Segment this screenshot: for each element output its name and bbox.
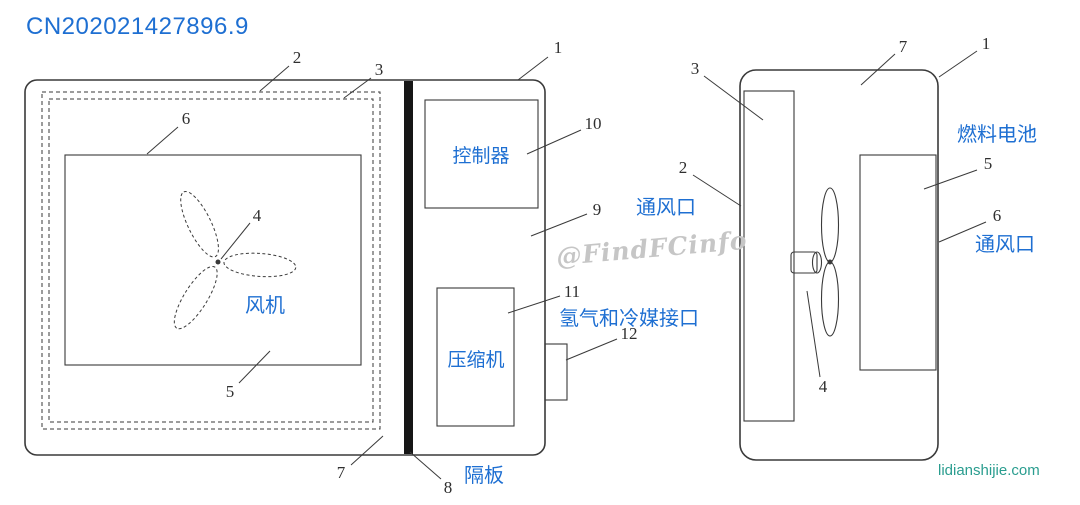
port-tab xyxy=(544,343,568,401)
fan-rotor xyxy=(173,191,297,330)
label-controller: 控制器 xyxy=(452,145,509,167)
leader-right-2 xyxy=(692,174,742,207)
label-fan: 风机 xyxy=(245,294,285,317)
partition-plate xyxy=(404,81,413,454)
ref-right-1: 1 xyxy=(982,34,991,53)
leader-right-6 xyxy=(938,221,987,243)
ref-right-4: 4 xyxy=(819,377,828,396)
ref-left-11: 11 xyxy=(564,282,580,301)
leader-left-2 xyxy=(259,65,290,92)
ref-left-12: 12 xyxy=(621,324,638,343)
compressor-box xyxy=(436,287,515,427)
fan-hub xyxy=(215,259,221,265)
leader-right-1 xyxy=(938,50,978,78)
fan-hub xyxy=(827,259,833,265)
ref-left-3: 3 xyxy=(375,60,384,79)
leader-right-3 xyxy=(703,75,764,121)
label-fuel-cell: 燃料电池 xyxy=(957,123,1037,146)
patent-number: CN202021427896.9 xyxy=(26,13,249,40)
leader-left-8 xyxy=(409,451,442,480)
ref-left-1: 1 xyxy=(554,38,563,57)
label-vent-left: 通风口 xyxy=(636,196,696,219)
leader-left-7 xyxy=(350,435,384,466)
leader-left-9 xyxy=(530,213,588,237)
ref-right-2: 2 xyxy=(679,158,688,177)
fuel-cell-louver-panel xyxy=(859,154,937,371)
ref-left-5: 5 xyxy=(226,382,235,401)
label-partition: 隔板 xyxy=(464,464,504,487)
ref-right-7: 7 xyxy=(899,37,908,56)
leader-left-10 xyxy=(526,129,582,155)
leader-left-1 xyxy=(517,56,549,81)
leader-left-3 xyxy=(343,77,372,99)
ref-left-9: 9 xyxy=(593,200,602,219)
ref-left-4: 4 xyxy=(253,206,262,225)
figure-left: 1 2 3 6 4 5 7 8 9 10 11 12 风机 控制器 压缩机 氢气… xyxy=(24,38,699,497)
ref-left-8: 8 xyxy=(444,478,453,497)
fan-housing xyxy=(64,154,362,366)
ref-left-10: 10 xyxy=(585,114,602,133)
ref-right-3: 3 xyxy=(691,59,700,78)
fan-blade xyxy=(223,252,297,278)
figure-right: 3 7 1 2 5 6 4 通风口 燃料电池 通风口 xyxy=(636,34,1037,461)
label-hydrogen-refrigerant-port: 氢气和冷媒接口 xyxy=(559,307,699,330)
leader-right-5 xyxy=(923,169,978,190)
ref-right-6: 6 xyxy=(993,206,1002,225)
fan-blade xyxy=(820,261,840,337)
fan-motor-cap xyxy=(811,251,823,274)
ref-left-6: 6 xyxy=(182,109,191,128)
left-enclosure-outline xyxy=(24,79,546,456)
right-fan xyxy=(790,187,840,337)
ref-left-7: 7 xyxy=(337,463,346,482)
ref-right-5: 5 xyxy=(984,154,993,173)
leader-left-5 xyxy=(238,350,271,384)
right-enclosure-outline xyxy=(739,69,939,461)
fan-blade xyxy=(180,191,219,258)
website-credit: lidianshijie.com xyxy=(938,462,1040,479)
leader-left-6 xyxy=(146,126,179,155)
label-compressor: 压缩机 xyxy=(447,349,504,371)
controller-box xyxy=(424,99,539,209)
fan-blade xyxy=(820,187,840,263)
fan-blade xyxy=(173,265,218,330)
lattice-vent-panel xyxy=(743,90,795,422)
leader-left-4 xyxy=(220,222,251,260)
leader-left-11 xyxy=(507,295,561,314)
inner-dashed-chamber xyxy=(48,98,374,423)
outer-dashed-chamber xyxy=(41,91,381,430)
ref-left-2: 2 xyxy=(293,48,302,67)
leader-right-4 xyxy=(806,290,821,378)
leader-right-7 xyxy=(860,53,896,86)
leader-left-12 xyxy=(565,338,618,361)
label-vent-right: 通风口 xyxy=(975,233,1035,256)
fan-motor xyxy=(790,251,818,274)
